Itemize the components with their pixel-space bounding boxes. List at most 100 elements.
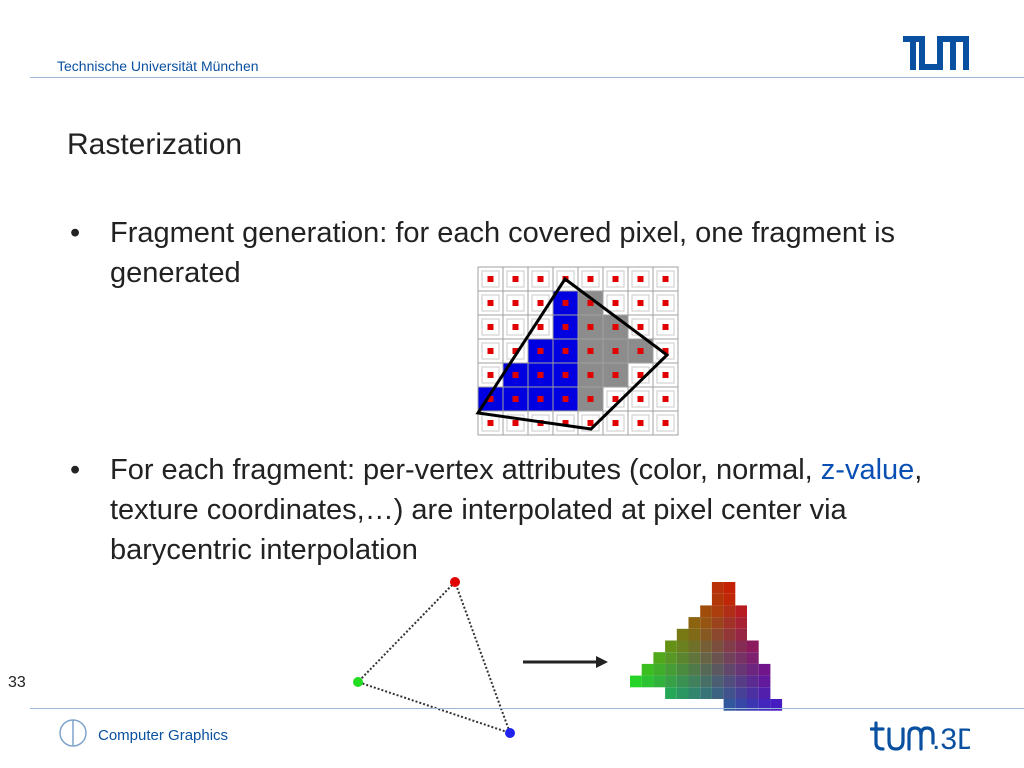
vertex-red bbox=[450, 577, 460, 587]
interpolated-pixel bbox=[641, 663, 654, 676]
sample-point bbox=[662, 348, 669, 354]
interpolated-pixel bbox=[770, 699, 783, 711]
bullet-text: For each fragment: per-vertex attributes… bbox=[110, 450, 970, 570]
vertex-green bbox=[353, 677, 363, 687]
vertex-blue bbox=[505, 728, 515, 738]
sample-point bbox=[512, 348, 519, 354]
interpolated-pixel bbox=[735, 628, 747, 641]
interpolated-pixel bbox=[723, 687, 736, 699]
sample-point bbox=[512, 276, 519, 282]
interpolated-pixel bbox=[735, 699, 747, 711]
interpolated-pixel bbox=[688, 663, 701, 676]
pixel-cell-inner bbox=[481, 342, 500, 360]
svg-text:.3D: .3D bbox=[932, 723, 970, 755]
interpolated-pixel bbox=[700, 605, 712, 618]
interpolated-pixel bbox=[747, 699, 759, 711]
interpolated-pixel bbox=[735, 605, 747, 618]
footer-course-name: Computer Graphics bbox=[98, 727, 229, 744]
sample-point bbox=[662, 300, 669, 306]
sample-point bbox=[512, 324, 519, 330]
sample-point bbox=[612, 276, 619, 282]
pixel-cell-inner bbox=[656, 342, 675, 360]
sample-point bbox=[587, 324, 594, 330]
sample-point bbox=[662, 324, 669, 330]
university-name: Technische Universität München bbox=[57, 58, 259, 74]
sample-point bbox=[612, 324, 619, 330]
bullet-text: Fragment generation: for each covered pi… bbox=[110, 217, 896, 289]
interpolated-pixel bbox=[711, 687, 724, 699]
sample-point bbox=[587, 276, 594, 282]
bullet-marker: • bbox=[70, 454, 81, 486]
pixel-cell-inner bbox=[481, 294, 500, 312]
interpolated-pixel bbox=[711, 582, 724, 594]
pixel-cell-inner bbox=[481, 366, 500, 384]
sample-point bbox=[587, 420, 594, 426]
pixel-cell-inner bbox=[656, 390, 675, 408]
interpolated-pixel bbox=[747, 687, 759, 699]
interpolated-pixel bbox=[723, 628, 736, 641]
sample-point bbox=[487, 396, 494, 402]
sample-point bbox=[637, 324, 644, 330]
interpolated-pixel bbox=[688, 675, 701, 688]
sample-point bbox=[487, 276, 494, 282]
sample-point bbox=[587, 396, 594, 402]
interpolated-pixel bbox=[723, 605, 736, 618]
bullet-text-after: , texture coordinates,…) are interpolate… bbox=[110, 454, 923, 566]
interpolated-pixel bbox=[711, 640, 724, 653]
interpolated-pixel bbox=[711, 605, 724, 618]
tum3d-logo-icon: .3D bbox=[870, 721, 970, 755]
interpolated-pixel bbox=[676, 640, 689, 653]
interpolated-pixel bbox=[711, 675, 724, 688]
pixel-cell-inner bbox=[506, 342, 525, 360]
sample-point bbox=[512, 420, 519, 426]
vertex-triangle bbox=[356, 580, 512, 735]
interpolated-pixel bbox=[735, 687, 747, 699]
pixel-cell-inner bbox=[506, 318, 525, 336]
sample-point bbox=[537, 372, 544, 378]
sample-point bbox=[587, 300, 594, 306]
sample-point bbox=[487, 324, 494, 330]
interpolated-pixel bbox=[723, 640, 736, 653]
raster-triangle bbox=[475, 276, 670, 431]
pixel-cell-inner bbox=[581, 270, 600, 288]
sample-point bbox=[637, 300, 644, 306]
interpolated-pixel bbox=[700, 675, 712, 688]
sample-point bbox=[612, 348, 619, 354]
interpolated-pixel bbox=[676, 628, 689, 641]
interpolated-pixel bbox=[723, 652, 736, 664]
interpolated-pixel bbox=[665, 663, 677, 676]
interpolated-pixel bbox=[700, 640, 712, 653]
interpolated-pixel bbox=[723, 593, 736, 606]
pixel-cell-inner bbox=[631, 270, 650, 288]
interpolated-pixel bbox=[665, 640, 677, 653]
pixel-cell-inner bbox=[506, 414, 525, 432]
interpolated-pixel bbox=[688, 652, 701, 664]
arrow-icon bbox=[523, 656, 608, 668]
interpolated-pixel bbox=[758, 687, 771, 699]
interpolated-pixel bbox=[630, 675, 642, 688]
sample-point bbox=[562, 300, 569, 306]
interpolated-pixel bbox=[700, 652, 712, 664]
sample-point bbox=[587, 372, 594, 378]
interpolated-pixel bbox=[688, 617, 701, 629]
interpolated-pixel bbox=[688, 628, 701, 641]
pixel-cell-inner bbox=[606, 294, 625, 312]
interpolated-pixel bbox=[758, 675, 771, 688]
interpolated-pixel bbox=[688, 640, 701, 653]
sample-point bbox=[637, 420, 644, 426]
interpolated-pixel bbox=[723, 617, 736, 629]
sample-point bbox=[562, 348, 569, 354]
pixel-cell-inner bbox=[531, 270, 550, 288]
interpolated-pixel bbox=[665, 675, 677, 688]
pixel-cell-inner bbox=[556, 270, 575, 288]
computer-graphics-icon bbox=[59, 719, 87, 747]
interpolated-pixel bbox=[747, 663, 759, 676]
sample-point bbox=[537, 324, 544, 330]
sample-point bbox=[562, 324, 569, 330]
interpolated-pixel bbox=[758, 699, 771, 711]
interpolated-pixel bbox=[653, 675, 666, 688]
sample-point bbox=[637, 348, 644, 354]
sample-point bbox=[612, 300, 619, 306]
interpolated-pixel bbox=[700, 617, 712, 629]
